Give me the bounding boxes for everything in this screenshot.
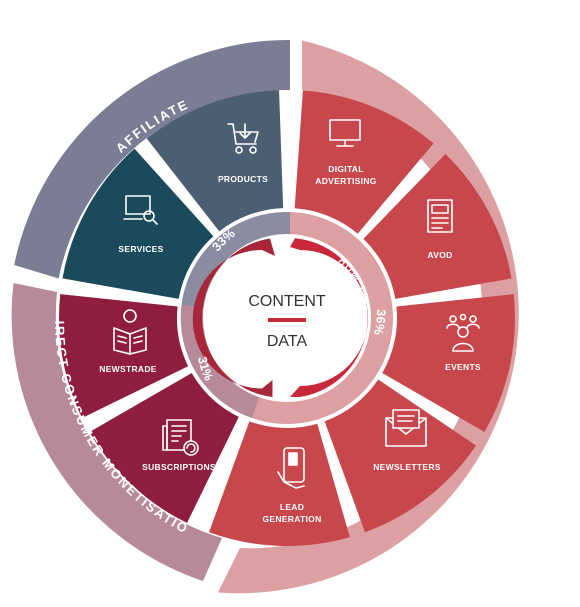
products-segment <box>146 90 284 232</box>
avod-segment <box>363 153 512 299</box>
newsletters-label: NEWSLETTERS <box>373 462 441 472</box>
people-icon <box>446 313 480 352</box>
services-segment <box>62 148 214 299</box>
subscriptions-label: SUBSCRIPTIONS <box>142 462 216 472</box>
newstrade-label: NEWSTRADE <box>99 364 157 374</box>
avod-label: AVOD <box>427 250 452 260</box>
reader-icon <box>113 309 147 355</box>
affiliate-outer-band <box>14 39 290 279</box>
events-segment <box>382 294 515 432</box>
laptop-search-icon <box>123 195 158 225</box>
monitor-icon <box>329 119 361 147</box>
phone-hand-icon <box>277 447 305 489</box>
events-label: EVENTS <box>445 362 481 372</box>
products-label: PRODUCTS <box>218 174 268 184</box>
digital-advertising-label-2: ADVERTISING <box>315 176 376 186</box>
envelope-icon <box>385 409 427 447</box>
advertising-percent: 36% <box>371 309 388 336</box>
digital-advertising-label-1: DIGITAL <box>328 164 363 174</box>
lead-generation-label-1: LEAD <box>280 502 304 512</box>
services-label: SERVICES <box>118 244 163 254</box>
newspaper-refresh-icon <box>162 419 199 456</box>
center-data-label: DATA <box>267 333 308 350</box>
advertising-label: ADVERTISING <box>528 269 553 384</box>
subscriptions-segment <box>89 373 239 523</box>
newstrade-segment <box>58 294 189 418</box>
cart-icon <box>227 123 259 154</box>
lead-generation-segment <box>209 421 350 546</box>
lead-generation-label-2: GENERATION <box>262 514 321 524</box>
newsletters-segment <box>324 379 477 533</box>
direct-outer-band <box>11 283 222 581</box>
center-content-label: CONTENT <box>248 293 326 310</box>
document-icon <box>427 199 453 233</box>
center-divider <box>268 318 306 322</box>
